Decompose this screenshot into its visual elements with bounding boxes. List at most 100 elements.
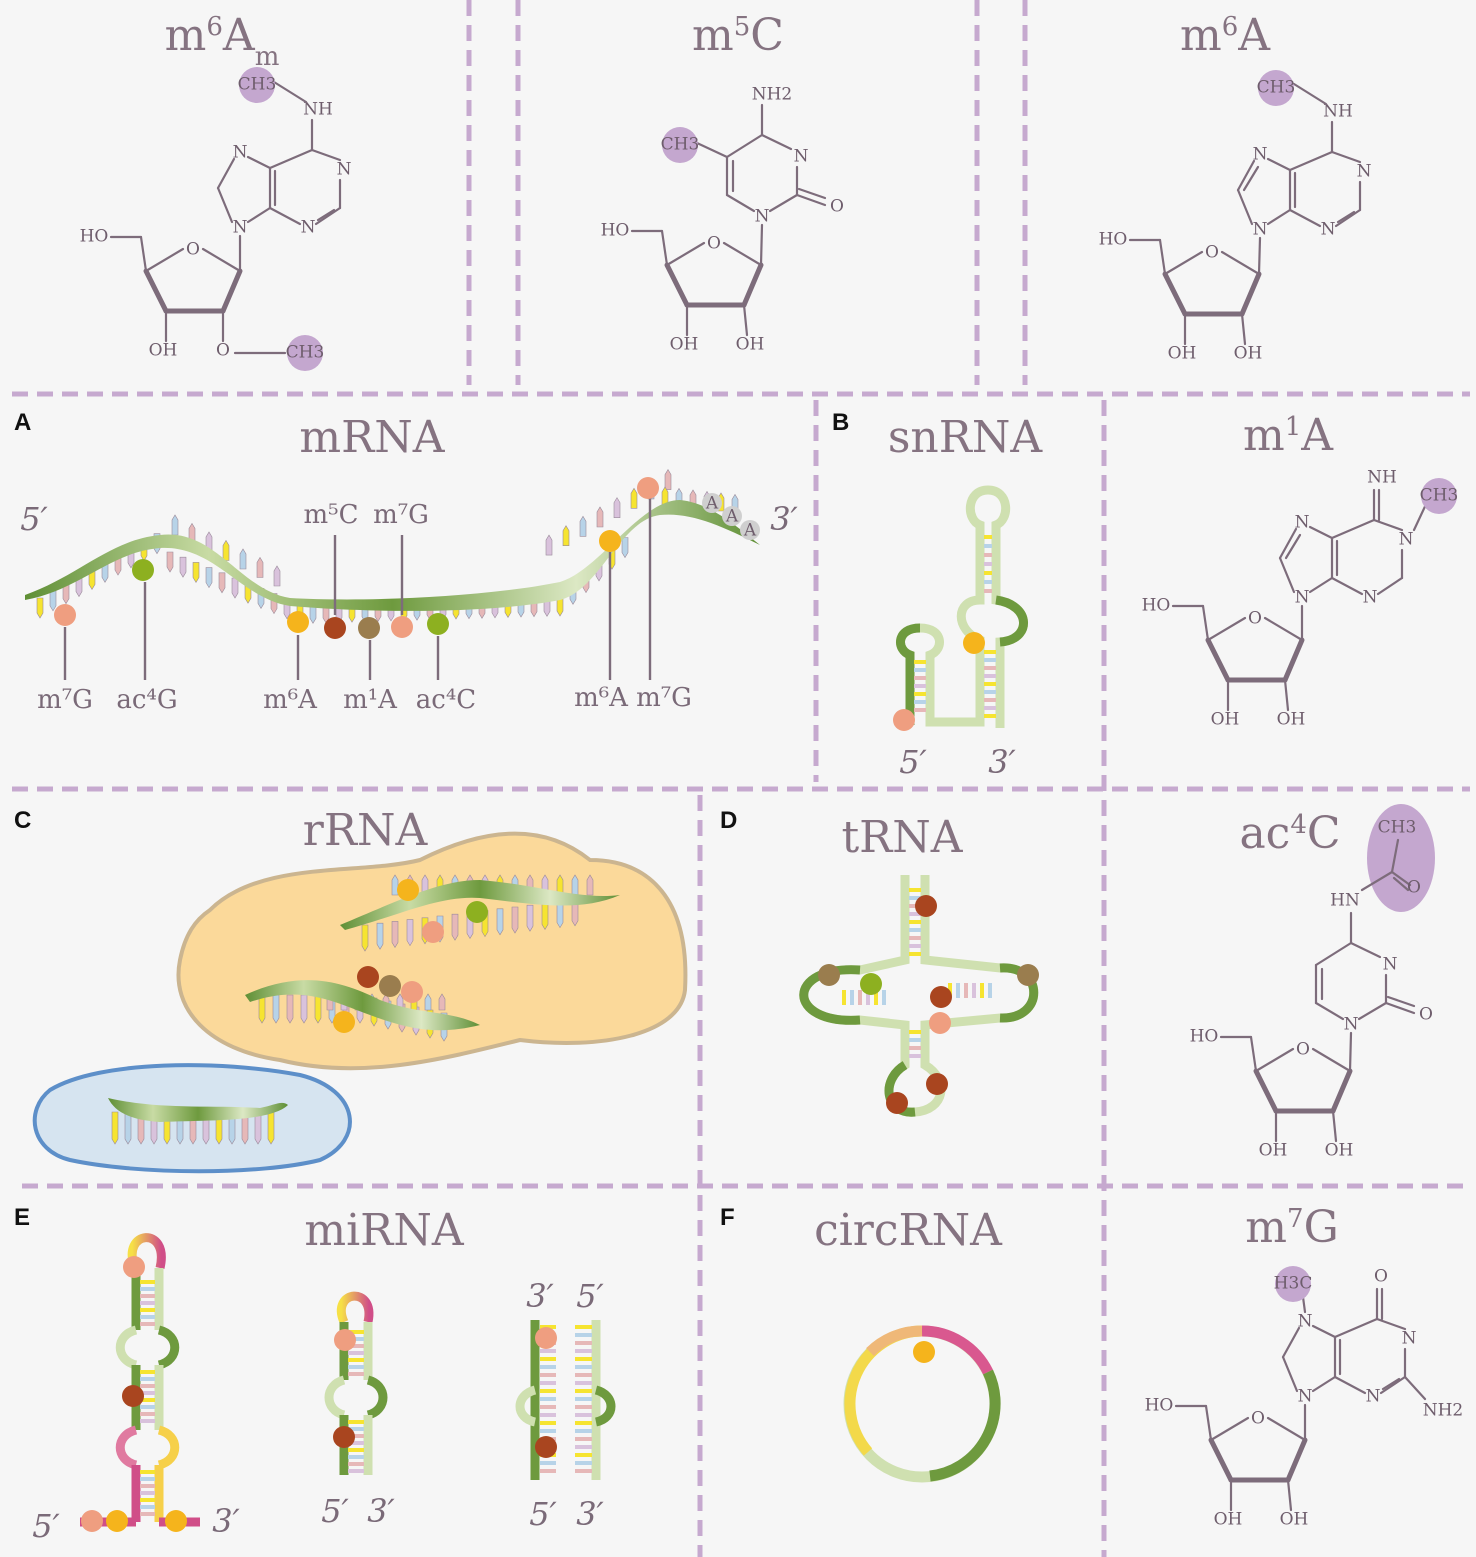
panel-f-circrna: F circRNA	[720, 1204, 1003, 1483]
hydroxyl-3prime: OH	[1214, 1510, 1243, 1530]
duplex-three-prime-bottom: 3′	[576, 1495, 604, 1533]
label-ac4c: ac⁴C	[416, 685, 476, 715]
mirna-mod-dot	[123, 1256, 145, 1278]
mirna-mod-dot	[334, 1329, 356, 1351]
snrna-mod-dot-m7g	[893, 709, 915, 731]
hydroxyl-5prime: HO	[80, 227, 109, 247]
mirna-mod-dot	[81, 1510, 103, 1532]
hydroxyl-5prime: HO	[1190, 1027, 1219, 1047]
purine-n1: N	[1402, 1329, 1417, 1349]
amine-nh: NH	[303, 100, 333, 120]
poly-a-bead	[740, 520, 760, 540]
trna-mod-dot	[930, 986, 952, 1008]
pri-mirna-five-prime: 5′	[32, 1507, 60, 1545]
structure-title-ac4c: ac4C	[1239, 808, 1340, 859]
hydroxyl-2prime: OH	[1277, 710, 1306, 730]
poly-a-letter: A	[705, 494, 719, 514]
trna-mod-dot	[818, 964, 840, 986]
panel-b-title: snRNA	[888, 412, 1044, 463]
trna-mod-dot	[860, 973, 882, 995]
rrna-strand-3	[108, 1098, 288, 1122]
amine-nh: NH	[1323, 102, 1353, 122]
trna-mod-dot	[915, 895, 937, 917]
panel-letter-e: E	[14, 1204, 30, 1231]
oxygen-2prime: O	[216, 341, 230, 361]
acetyl-highlight	[1367, 804, 1435, 912]
purine-n9: N	[1298, 1387, 1313, 1407]
purine-n3: N	[1321, 220, 1336, 240]
mirna-mod-dot	[333, 1426, 355, 1448]
mrna-modification-dots	[54, 477, 659, 639]
hydroxyl-2prime: OH	[1280, 1510, 1309, 1530]
rrna-mod-dot	[357, 966, 379, 988]
methyl-n7: H3C	[1274, 1274, 1313, 1294]
panel-a-title: mRNA	[299, 412, 445, 463]
mod-dot-m1a	[358, 617, 380, 639]
rrna-mod-dot	[422, 921, 444, 943]
purine-n1: N	[1399, 530, 1414, 550]
methyl-n7-highlight	[1275, 1266, 1311, 1302]
pyrimidine-n1: N	[755, 207, 770, 227]
structure-title-m6a: m6A	[1180, 10, 1271, 61]
rrna-mod-dot	[333, 1011, 355, 1033]
poly-a-tail: A A A	[702, 493, 760, 541]
panel-e-title: miRNA	[304, 1205, 464, 1256]
ring-oxygen: O	[1251, 1409, 1265, 1429]
panel-f-title: circRNA	[814, 1205, 1003, 1256]
pre-mirna-three-prime: 3′	[367, 1492, 395, 1530]
amide-hn: HN	[1330, 891, 1360, 911]
amine-nh2: NH2	[1423, 1401, 1464, 1421]
purine-n3: N	[1363, 588, 1378, 608]
panel-b-snrna: B snRNA 5′ 3′	[832, 409, 1043, 781]
mirna-mod-dot	[106, 1510, 128, 1532]
label-m7g-right: m⁷G	[636, 683, 692, 713]
structure-title-m7g: m7G	[1245, 1202, 1338, 1253]
panel-d-title: tRNA	[841, 812, 963, 863]
mrna-five-prime-label: 5′	[20, 500, 48, 538]
snrna-three-prime-label: 3′	[988, 743, 1016, 781]
carbonyl-oxygen: O	[1374, 1267, 1388, 1287]
purine-n9: N	[1295, 588, 1310, 608]
purine-n9: N	[233, 218, 248, 238]
label-m6a-mid: m⁶A	[263, 685, 318, 715]
mirna-mod-dot	[165, 1510, 187, 1532]
purine-n3: N	[301, 218, 316, 238]
hydroxyl-5prime: HO	[1142, 596, 1171, 616]
acetyl-oxygen: O	[1407, 878, 1421, 898]
methyl-c5-highlight	[662, 127, 698, 163]
hydroxyl-3prime: OH	[149, 341, 178, 361]
structure-title-m6am: m6Am	[165, 10, 280, 72]
rrna-mod-dot	[379, 975, 401, 997]
methyl-n1: CH3	[1420, 486, 1459, 506]
hydroxyl-3prime: OH	[670, 335, 699, 355]
panel-letter-a: A	[14, 409, 31, 436]
purine-n1: N	[337, 160, 352, 180]
pre-mirna-five-prime: 5′	[321, 1492, 349, 1530]
mod-dot-ac4g	[132, 559, 154, 581]
poly-a-letter: A	[725, 507, 739, 527]
methyl-n1-highlight	[1421, 478, 1457, 514]
purine-n7: N	[1253, 145, 1268, 165]
snrna-five-prime-label: 5′	[899, 743, 927, 781]
hydroxyl-5prime: HO	[1145, 1396, 1174, 1416]
purine-n9: N	[1253, 220, 1268, 240]
mirna-mod-dot	[535, 1436, 557, 1458]
acetyl-ch3: CH3	[1378, 818, 1417, 838]
structure-title-m1a: m1A	[1243, 410, 1334, 461]
mirna-base-pairs	[140, 1280, 592, 1516]
ring-oxygen: O	[1205, 243, 1219, 263]
label-m6a-right: m⁶A	[574, 683, 629, 713]
purine-n1: N	[1357, 162, 1372, 182]
panel-letter-c: C	[14, 807, 31, 834]
label-m1a: m¹A	[343, 685, 398, 715]
pyrimidine-n1: N	[1344, 1015, 1359, 1035]
trna-mod-dot	[886, 1092, 908, 1114]
rrna-mod-dot	[397, 879, 419, 901]
imine-nh: NH	[1367, 468, 1397, 488]
panel-c-title: rRNA	[303, 805, 429, 856]
mod-dot-m7g	[54, 604, 76, 626]
panel-letter-f: F	[720, 1204, 735, 1231]
